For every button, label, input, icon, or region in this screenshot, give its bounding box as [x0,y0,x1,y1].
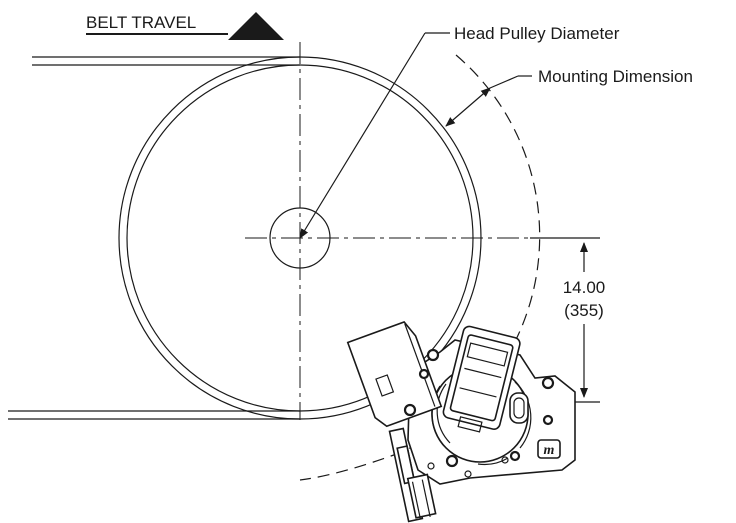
logo-mark: m [544,443,555,458]
dimension-metric-label: (355) [564,301,604,320]
mounting-pole [388,427,437,523]
lower-belt [8,410,300,420]
head-pulley-diameter-leader: Head Pulley Diameter [299,24,620,239]
dimension-imperial-label: 14.00 [563,278,606,297]
belt-travel-label: BELT TRAVEL [86,13,196,32]
bolt-hole-1 [426,348,440,362]
cleaner-assembly: m [346,321,576,523]
bolt-hole-7 [542,414,554,426]
tension-arm [442,325,521,433]
mounting-dimension-label: Mounting Dimension [538,67,693,86]
vertical-dimension: 14.00 (355) [530,237,606,403]
upper-belt [32,56,300,66]
bolt-hole-2 [418,368,430,380]
bolt-hole-5 [509,450,521,462]
mounting-dimension-leader: Mounting Dimension [445,67,693,127]
belt-travel-indicator: BELT TRAVEL [86,12,284,40]
logo-mark-box [537,439,561,459]
bolt-hole-6 [541,376,555,390]
belt-travel-arrow-icon [228,12,284,40]
head-pulley-diameter-label: Head Pulley Diameter [454,24,620,43]
mounting-arc-tail [299,451,403,481]
bolt-hole-3 [403,403,417,417]
blade-holder [346,321,443,428]
bolt-hole-4 [445,454,459,468]
